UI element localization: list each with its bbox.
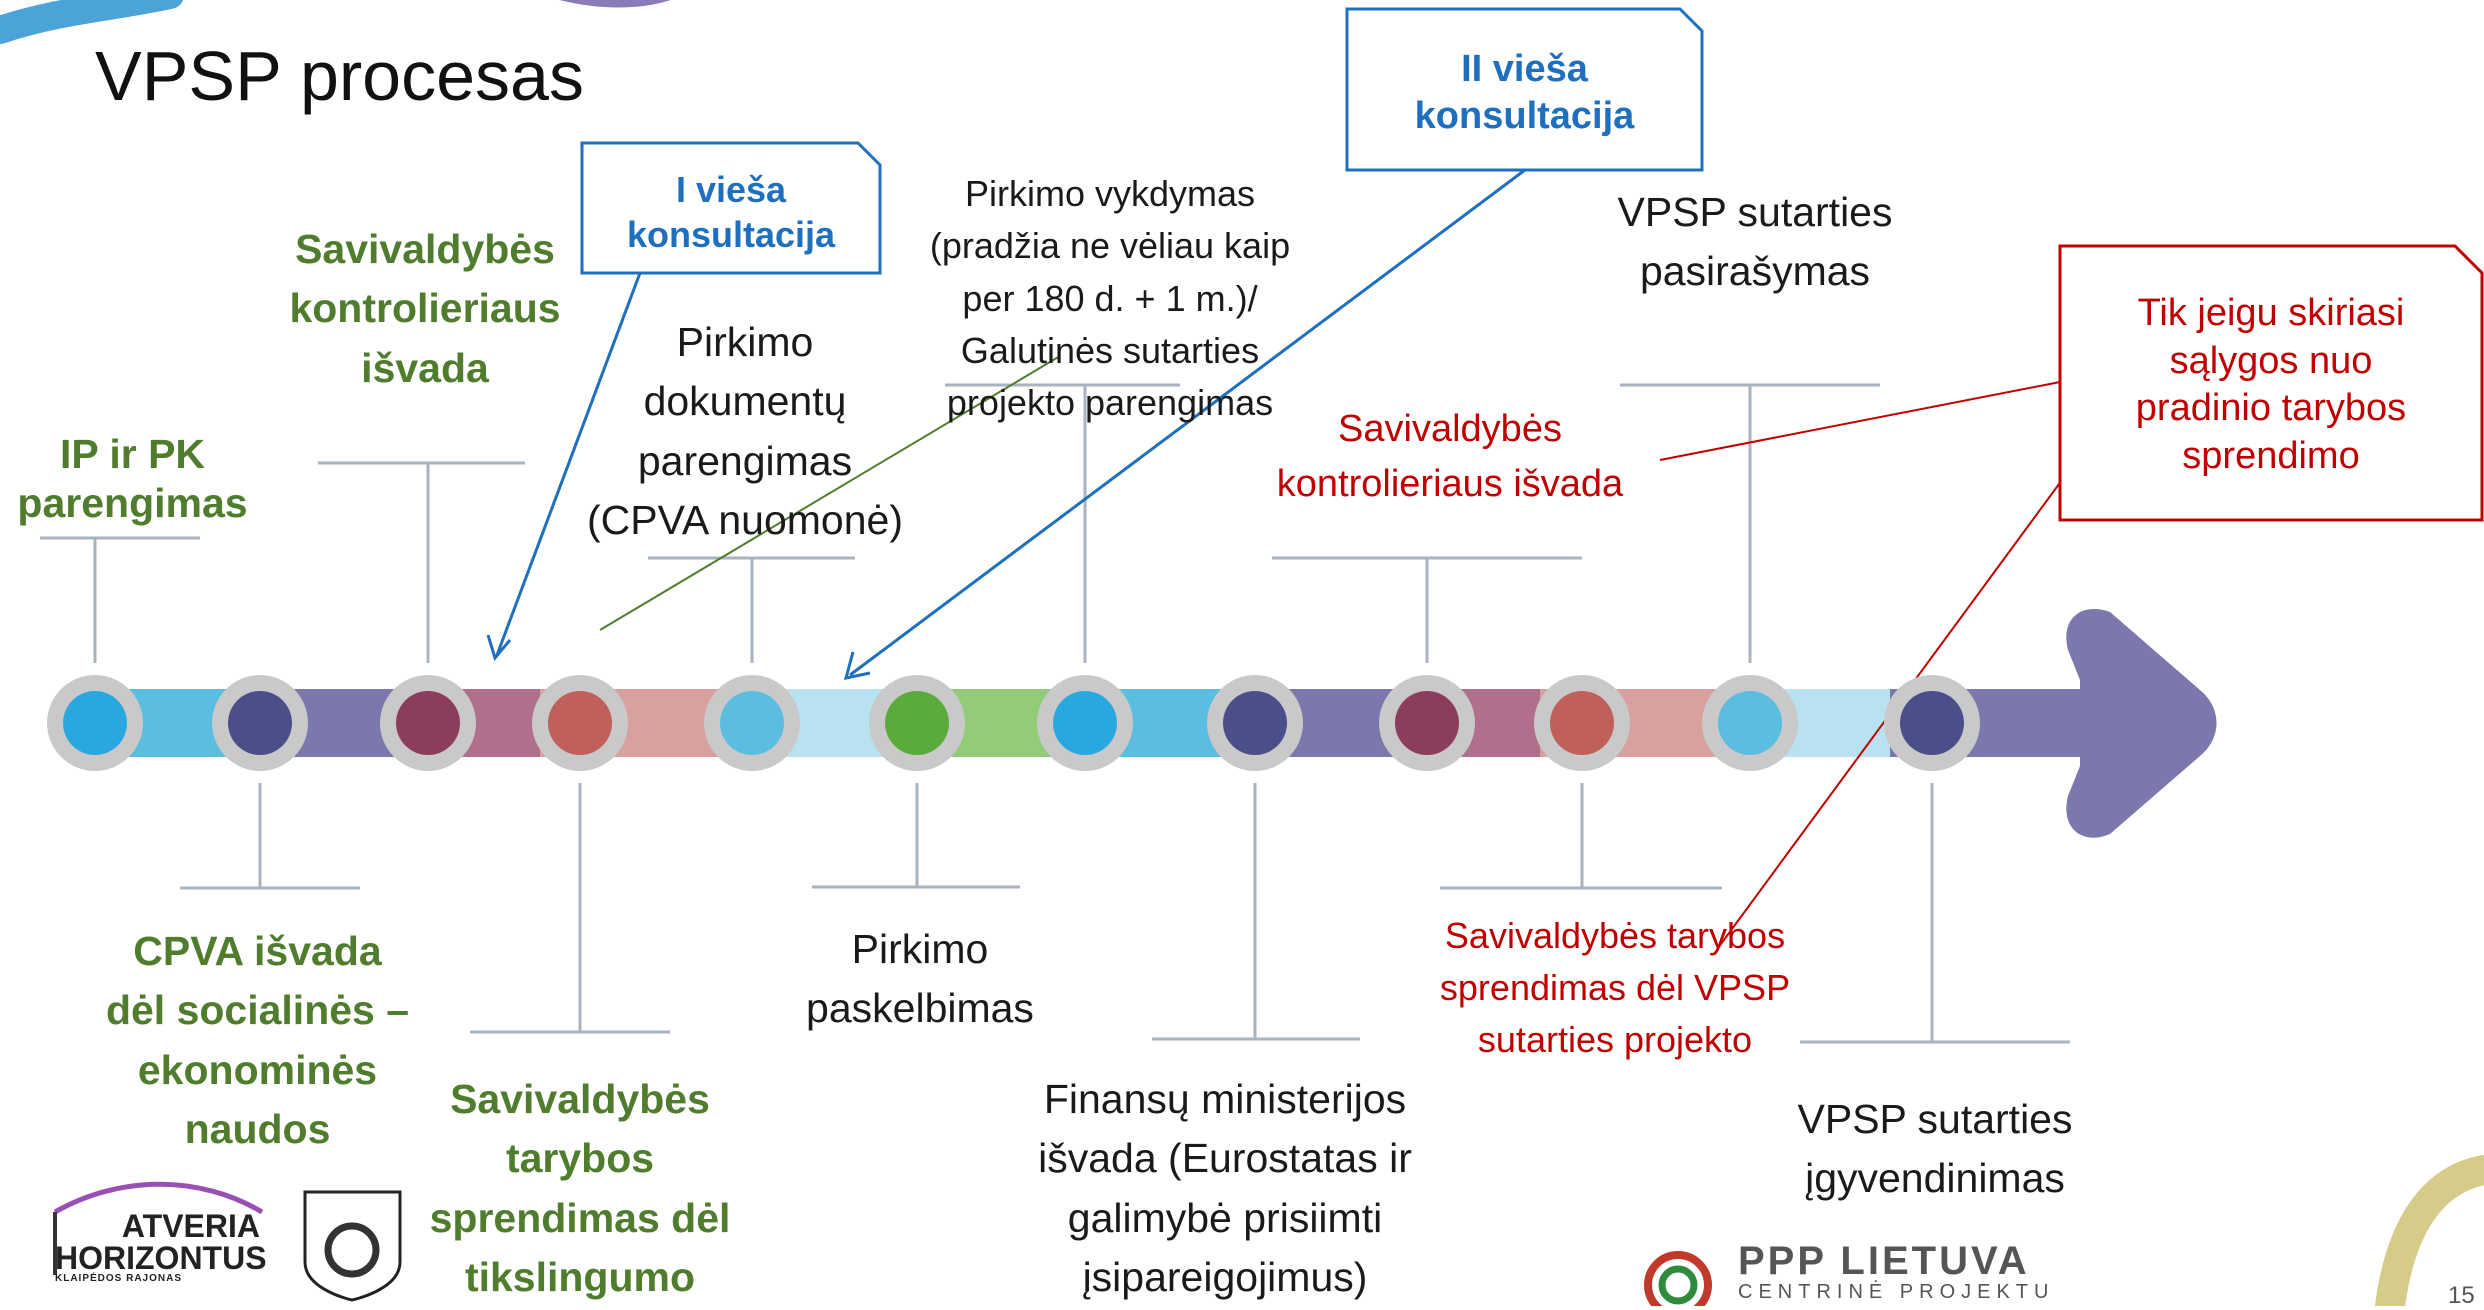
pointer-line-consultation-1 (495, 272, 642, 656)
coat-of-arms-icon (303, 1190, 402, 1302)
step-label-cpva: CPVA išvada dėl socialinės – ekonominės … (105, 928, 410, 1153)
callout-first-consultation: I viešа konsultacija (582, 150, 880, 273)
ppp-logo-text: PPP LIETUVA CENTRINĖ PROJEKTU (1738, 1240, 2054, 1303)
step-circle (1900, 691, 1964, 755)
ppp-logo-sub: CENTRINĖ PROJEKTU (1738, 1281, 2055, 1303)
step-label-council-contract: Savivaldybės tarybos sprendimas dėl VPSP… (1439, 915, 1791, 1061)
callout-second-consultation: II viešа konsultacija (1347, 16, 1702, 170)
left-logo-text: ATVERIA HORIZONTUS KLAIPĖDOS RAJONAS (55, 1208, 267, 1284)
step-circle (228, 691, 292, 755)
arrow-head (2066, 609, 2217, 838)
step-circle (396, 691, 460, 755)
corner-swoosh-top-left (0, 0, 183, 44)
pointer-line-consultation-2 (849, 168, 1526, 677)
step-label-finance-ministry: Finansų ministerijos išvada (Eurostatas … (1038, 1076, 1412, 1301)
step-circle (1053, 691, 1117, 755)
callout-condition: Tik jeigu skiriasi sąlygos nuo pradinio … (2060, 250, 2482, 520)
connectors (40, 383, 2070, 1044)
step-label-procurement-docs: Pirkimo dokumentų parengimas (CPVA nuomo… (586, 319, 903, 544)
step-circle (63, 691, 127, 755)
callout-box-3-shape (2058, 244, 2484, 522)
corner-swoosh-bottom-right (2375, 1155, 2484, 1306)
corner-swoosh-top (559, 0, 671, 8)
step-circles (47, 675, 1980, 771)
ppp-logo-title: PPP LIETUVA (1738, 1239, 2030, 1283)
step-circle (1718, 691, 1782, 755)
step-circle (1395, 691, 1459, 755)
pointer-line-red-upper (1659, 381, 2061, 461)
step-circle (1550, 691, 1614, 755)
step-label-procurement-execution-text: Pirkimo vykdymas (pradžia ne vėliau kaip… (929, 173, 1291, 423)
step-label-controller-1: Savivaldybės kontrolieriaus išvada (289, 226, 561, 391)
callout-second-consultation-text: II viešа konsultacija (1414, 47, 1635, 138)
step-circle (720, 691, 784, 755)
step-label-contract-signing: VPSP sutarties pasirašymas (1617, 189, 1893, 295)
step-circle (548, 691, 612, 755)
step-label-procurement-announcement: Pirkimo paskelbimas (806, 926, 1034, 1032)
ppp-logo-icon (1644, 1251, 1712, 1306)
left-logo (53, 1181, 264, 1275)
step-label-controller-2: Savivaldybės kontrolieriaus išvada (1276, 408, 1624, 506)
step-circle (1223, 691, 1287, 755)
pointer-line-green (599, 355, 1061, 631)
step-label-procurement-execution: Pirkimo vykdymas (pradžia ne vėliau kaip… (880, 116, 1340, 429)
callout-box-1-shape (580, 141, 882, 275)
page-number: 15 (2448, 1282, 2475, 1309)
pointer-arrowhead (843, 651, 871, 680)
step-label-ip-pk: IP ir PK parengimas (17, 431, 248, 527)
callout-condition-text: Tik jeigu skiriasi sąlygos nuo pradinio … (2135, 292, 2407, 477)
callout-box-2-shape (1345, 7, 1704, 172)
left-logo-line1: ATVERIA (121, 1208, 260, 1244)
step-circle (885, 691, 949, 755)
slide-title: VPSP procesas (95, 37, 584, 115)
left-logo-sub: KLAIPĖDOS RAJONAS (55, 1273, 183, 1284)
left-logo-line2: HORIZONTUS (55, 1240, 267, 1276)
step-label-contract-implementation: VPSP sutarties įgyvendinimas (1797, 1096, 2073, 1202)
pointer-arrowhead (486, 634, 512, 662)
step-label-council-expedience: Savivaldybės tarybos sprendimas dėl tiks… (429, 1076, 731, 1301)
callout-first-consultation-text: I viešа konsultacija (626, 168, 836, 255)
